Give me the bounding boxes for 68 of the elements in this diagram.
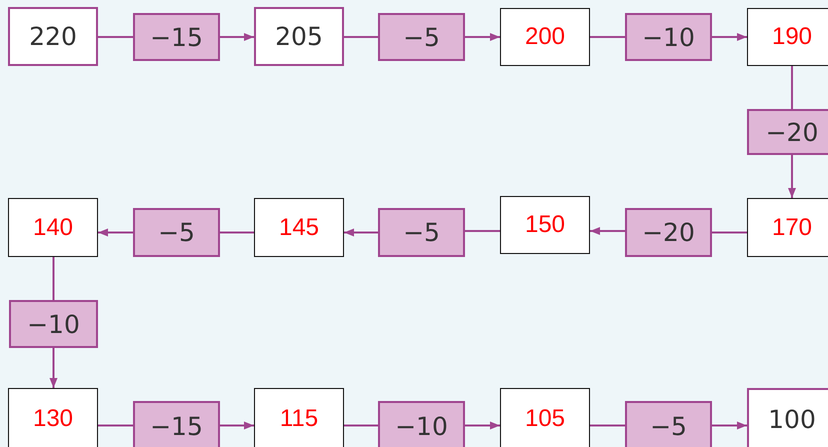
connector-line [98,424,133,426]
number-label: 145 [278,214,320,242]
operation-box [133,208,220,257]
operation-box [133,401,220,447]
operation-box [378,401,465,447]
number-label: 150 [524,211,566,239]
arrow [712,422,747,430]
number-label: 200 [524,23,566,51]
number-label: 105 [524,405,566,433]
answer-box [8,198,98,257]
connector-line [344,424,378,426]
number-box [8,7,98,66]
arrow [220,422,254,430]
operation-label: −5 [403,218,440,247]
operation-label: −20 [766,118,818,146]
connector-line [344,36,378,38]
answer-box [500,196,590,254]
operation-label: −10 [642,22,695,52]
operation-box [9,300,98,348]
answer-box [8,388,98,447]
connector-line [590,424,625,426]
arrow [220,33,254,41]
number-label: 130 [32,405,74,433]
operation-label: −10 [395,412,448,440]
arrow [590,227,625,235]
operation-box [625,401,712,447]
operation-label: −10 [27,310,80,338]
operation-box [133,13,220,61]
operation-box [625,208,712,257]
number-label: 140 [32,214,74,242]
operation-label: −15 [150,412,203,440]
connector-line [52,257,54,300]
connector-line [712,232,747,234]
answer-box [254,388,344,447]
number-box [747,388,828,447]
arrow [344,228,378,236]
answer-box [254,198,344,257]
arrow [788,155,796,198]
operation-label: −20 [642,218,695,247]
connector-line [98,36,133,38]
number-label: 220 [29,22,77,51]
operation-box [747,109,828,155]
connector-line [791,66,793,109]
connector-line [220,232,254,234]
answer-box [747,8,828,66]
arrow [465,422,500,430]
operation-label: −5 [650,412,687,440]
arrow [98,228,133,236]
arrow [712,33,747,41]
operation-label: −15 [150,22,203,52]
number-label: 170 [772,214,812,242]
operation-box [378,208,465,257]
number-label: 115 [280,405,318,433]
answer-box [500,8,590,66]
operation-label: −5 [403,22,440,52]
operation-box [378,13,465,61]
operation-label: −5 [158,218,195,247]
operation-box [625,13,712,61]
number-box [254,7,344,66]
answer-box [500,388,590,447]
number-label: 100 [768,404,816,434]
connector-line [590,36,625,38]
number-label: 190 [772,23,812,51]
answer-box [747,198,828,257]
arrow [465,33,500,41]
connector-line [465,230,500,232]
number-label: 205 [275,22,323,51]
arrow [50,348,58,388]
